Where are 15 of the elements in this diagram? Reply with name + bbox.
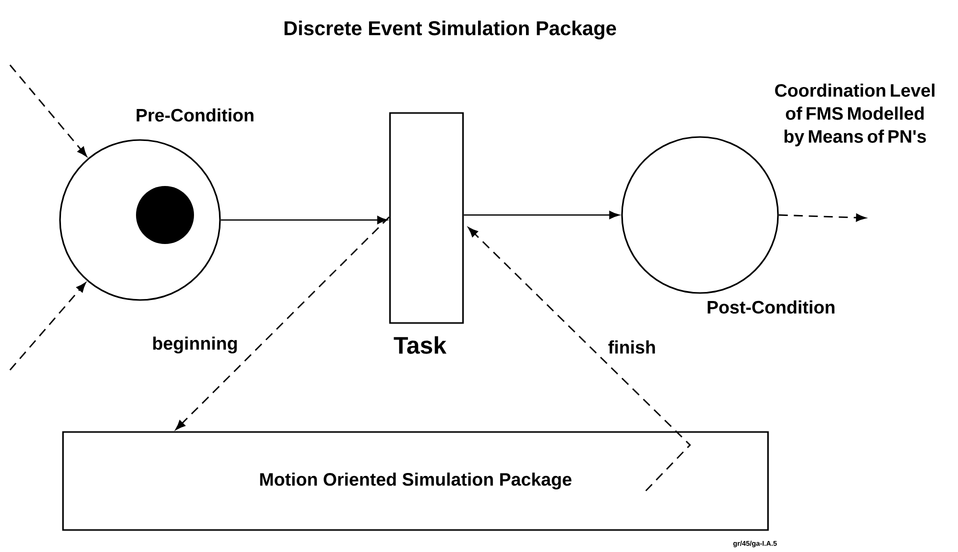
arrow	[464, 210, 620, 220]
package-box: Motion Oriented Simulation Package	[62, 431, 769, 531]
arrow	[9, 64, 87, 157]
edge-label: beginning	[151, 336, 239, 354]
edge-label: finish	[607, 339, 657, 355]
arrow	[220, 216, 388, 224]
arrow	[9, 282, 86, 370]
node-label: Task	[394, 336, 446, 354]
arrow	[778, 214, 866, 222]
title: Discrete Event Simulation Package	[284, 20, 616, 40]
arrow	[176, 216, 390, 430]
node-label: Post-Condition	[708, 300, 834, 314]
node-label: Pre-Condition	[136, 108, 254, 122]
annotation-text: Coordination Level of FMS Modelled by Means of PN's	[775, 84, 934, 146]
arrow	[468, 227, 691, 492]
